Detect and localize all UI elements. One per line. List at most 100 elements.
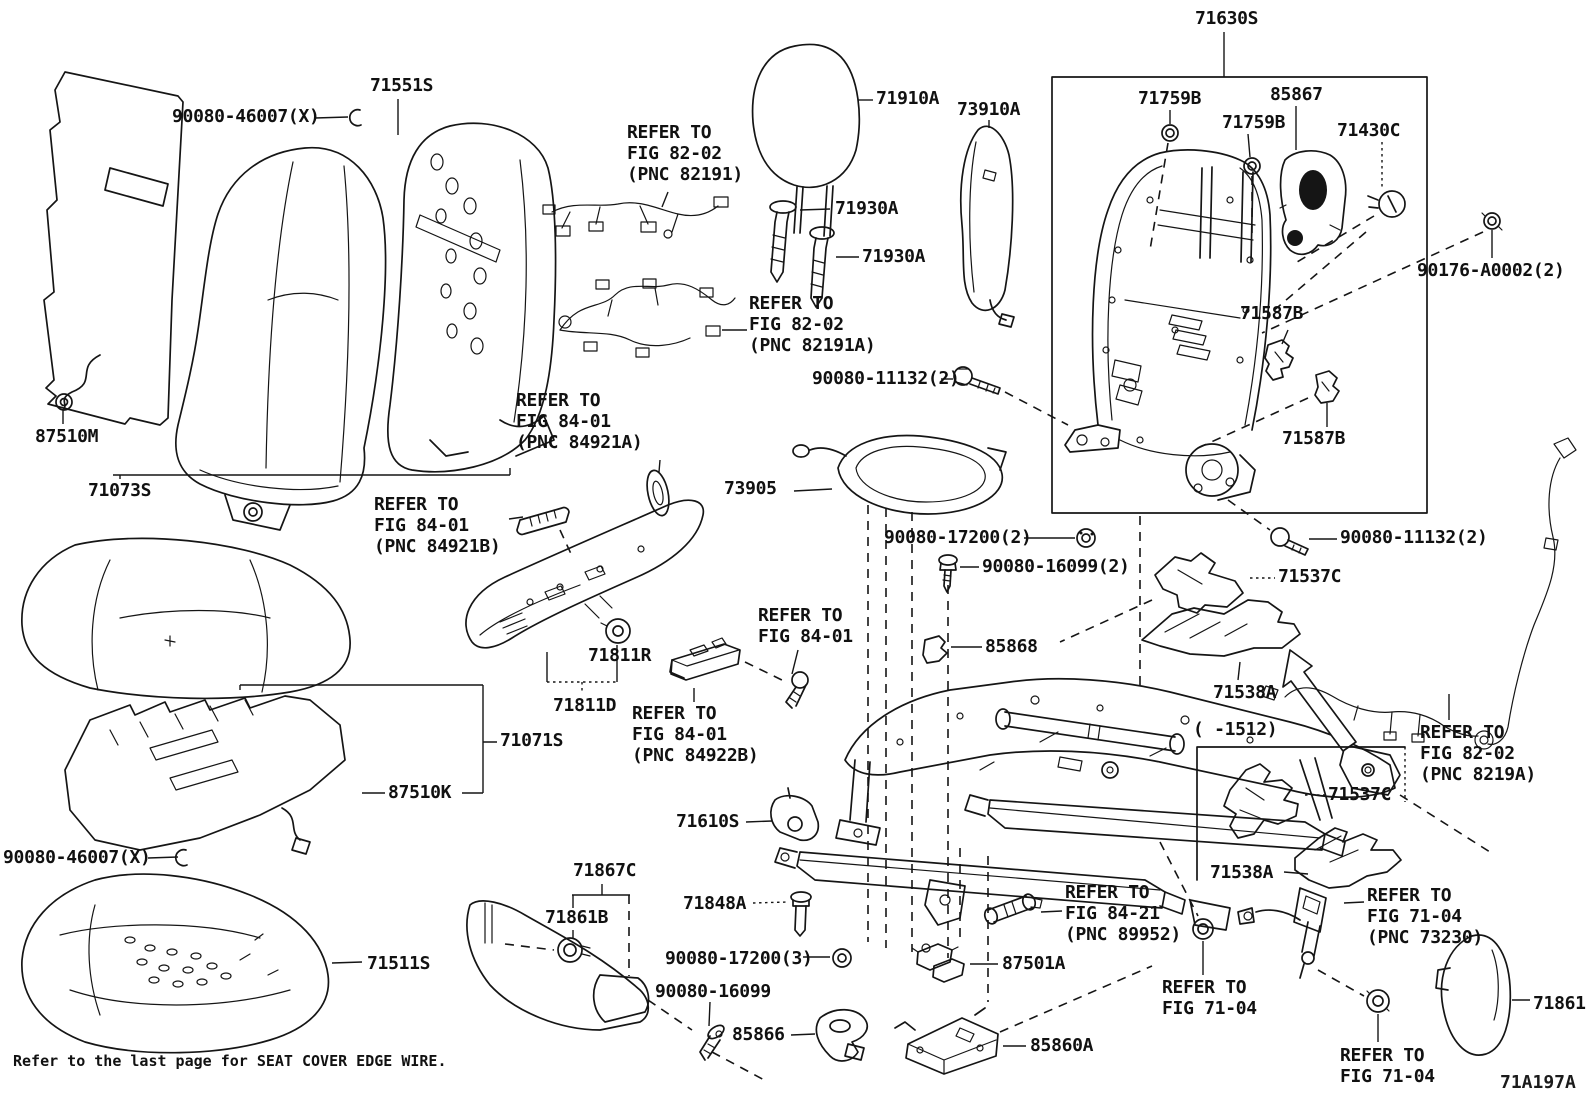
slide-motor-drawing bbox=[983, 893, 1043, 925]
part-label-87510k: 87510K bbox=[388, 782, 452, 803]
part-label-71537c-2: 71537C bbox=[1328, 784, 1392, 805]
seat-cushion-pad-drawing bbox=[21, 537, 351, 700]
recliner-handle-knob-drawing bbox=[600, 618, 631, 644]
part-label-90176-a0002: 90176-A0002(2) bbox=[1417, 260, 1565, 281]
part-label-71071s: 71071S bbox=[500, 730, 564, 751]
refer-note-84921b: REFER TO FIG 84-01 (PNC 84921B) bbox=[374, 494, 501, 557]
part-label-71551s: 71551S bbox=[370, 75, 434, 96]
part-label-71538a-2: 71538A bbox=[1210, 862, 1274, 883]
rail-cover-71537c-b-drawing bbox=[1223, 763, 1299, 839]
nut-90176-drawing bbox=[1481, 212, 1503, 231]
part-label-71930a-2: 71930A bbox=[862, 246, 926, 267]
switch-bezel-lever-drawing bbox=[516, 506, 570, 536]
footnote-text: Refer to the last page for SEAT COVER ED… bbox=[13, 1052, 447, 1070]
bracket-85866-drawing bbox=[815, 1008, 869, 1062]
part-label-71861: 71861 bbox=[1533, 993, 1586, 1014]
anchor-cover-drawing bbox=[1435, 934, 1512, 1056]
seat-cushion-cover-drawing bbox=[21, 873, 330, 1054]
part-label-71930a-1: 71930A bbox=[835, 198, 899, 219]
grommet-7104-center-drawing bbox=[1192, 918, 1214, 940]
seat-back-pad-drawing bbox=[43, 71, 184, 426]
refer-note-73230: REFER TO FIG 71-04 (PNC 73230) bbox=[1367, 885, 1483, 948]
side-shield-drawing bbox=[465, 499, 705, 649]
part-label-73910a: 73910A bbox=[957, 99, 1021, 120]
bolt-11132-left-drawing bbox=[953, 366, 1001, 395]
part-label-71867c: 71867C bbox=[573, 860, 637, 881]
refer-note-82191: REFER TO FIG 82-02 (PNC 82191) bbox=[627, 122, 743, 185]
switch-87501a-drawing bbox=[911, 943, 965, 983]
part-label-71610s: 71610S bbox=[676, 811, 740, 832]
nut-71861b-drawing bbox=[557, 937, 591, 963]
wire-harness-b-drawing bbox=[558, 278, 736, 358]
screw-16099-b-drawing bbox=[699, 1024, 725, 1061]
recliner-motor-drawing bbox=[1279, 150, 1347, 256]
seat-back-cover-drawing bbox=[174, 146, 387, 531]
refer-note-82191a: REFER TO FIG 82-02 (PNC 82191A) bbox=[749, 293, 876, 356]
refer-note-84922b: REFER TO FIG 84-01 (PNC 84922B) bbox=[632, 703, 759, 766]
projection-lines bbox=[504, 142, 1491, 1083]
rail-cover-71538a-a-drawing bbox=[1141, 599, 1301, 657]
part-label-90080-11132-left: 90080-11132(2) bbox=[812, 368, 960, 389]
side-valance-drawing bbox=[466, 900, 650, 1031]
part-label-71759b-2: 71759B bbox=[1222, 112, 1286, 133]
wire-harness-a-drawing bbox=[542, 196, 729, 239]
nuts-71759b-drawing bbox=[1161, 124, 1261, 175]
rail-cover-71537c-a-drawing bbox=[1154, 552, 1244, 614]
variant-range-label: ( -1512) bbox=[1193, 719, 1278, 740]
grommet-17200-3-drawing bbox=[832, 948, 852, 968]
part-label-85868: 85868 bbox=[985, 636, 1038, 657]
power-seat-switch-drawing bbox=[669, 637, 741, 681]
seat-back-trim-drawing bbox=[387, 122, 557, 473]
belt-buckle-drawing bbox=[1237, 887, 1327, 979]
part-label-71811d: 71811D bbox=[553, 695, 617, 716]
part-label-90080-17200-3: 90080-17200(3) bbox=[665, 948, 813, 969]
refer-note-84921a: REFER TO FIG 84-01 (PNC 84921A) bbox=[516, 390, 643, 453]
part-label-71910a: 71910A bbox=[876, 88, 940, 109]
part-label-90080-46007-top: 90080-46007(X) bbox=[172, 106, 320, 127]
part-label-71587b-1: 71587B bbox=[1240, 303, 1304, 324]
part-label-90080-16099: 90080-16099 bbox=[655, 981, 771, 1002]
leader-lines bbox=[62, 32, 1530, 1047]
part-label-90080-17200-2: 90080-17200(2) bbox=[884, 527, 1032, 548]
wire-harness-right-drawing bbox=[1261, 437, 1577, 750]
hinge-brackets-drawing bbox=[1264, 339, 1340, 404]
part-label-85867: 85867 bbox=[1270, 84, 1323, 105]
nut-17200-2-drawing bbox=[1076, 528, 1096, 548]
part-label-73905: 73905 bbox=[724, 478, 777, 499]
refer-note-89952: REFER TO FIG 84-21 (PNC 89952) bbox=[1065, 882, 1181, 945]
part-label-85860a: 85860A bbox=[1030, 1035, 1094, 1056]
headrest-support-screws-drawing bbox=[769, 200, 835, 308]
bolt-11132-right-drawing bbox=[1270, 527, 1309, 556]
part-label-71630s: 71630S bbox=[1195, 8, 1259, 29]
front-bracket-drawing bbox=[770, 787, 820, 842]
part-label-71861b: 71861B bbox=[545, 907, 609, 928]
hook-clip-bottom-drawing bbox=[174, 848, 188, 867]
rail-cover-71538a-b-drawing bbox=[1294, 827, 1402, 889]
part-label-87510m: 87510M bbox=[35, 426, 99, 447]
recliner-knob-drawing bbox=[1367, 190, 1406, 218]
seat-back-board-drawing bbox=[792, 434, 1007, 515]
side-airbag-drawing bbox=[959, 125, 1015, 328]
variant-arrow bbox=[1282, 649, 1357, 752]
screw-71848a-drawing bbox=[790, 891, 812, 937]
part-label-87501a: 87501A bbox=[1002, 953, 1066, 974]
part-label-71430c: 71430C bbox=[1337, 120, 1401, 141]
cushion-heater-drawing bbox=[64, 695, 346, 855]
grommet-7104-bottom-drawing bbox=[1366, 989, 1390, 1013]
assembly-box-71630s bbox=[1051, 76, 1428, 514]
refer-note-7104-center: REFER TO FIG 71-04 bbox=[1162, 977, 1257, 1019]
part-label-71073s: 71073S bbox=[88, 480, 152, 501]
part-label-71811r: 71811R bbox=[588, 645, 652, 666]
refer-note-7104-bottom: REFER TO FIG 71-04 bbox=[1340, 1045, 1435, 1087]
part-label-71511s: 71511S bbox=[367, 953, 431, 974]
part-label-71538a-1: 71538A bbox=[1213, 682, 1277, 703]
part-label-85866: 85866 bbox=[732, 1024, 785, 1045]
part-label-71537c-1: 71537C bbox=[1278, 566, 1342, 587]
part-label-90080-11132-right: 90080-11132(2) bbox=[1340, 527, 1488, 548]
part-label-90080-46007-bottom: 90080-46007(X) bbox=[3, 847, 151, 868]
screw-8401-drawing bbox=[785, 671, 809, 709]
seat-back-frame-drawing bbox=[1064, 149, 1272, 501]
switch-bezel-oval-drawing bbox=[646, 469, 670, 517]
screw-16099-2-drawing bbox=[938, 554, 958, 593]
